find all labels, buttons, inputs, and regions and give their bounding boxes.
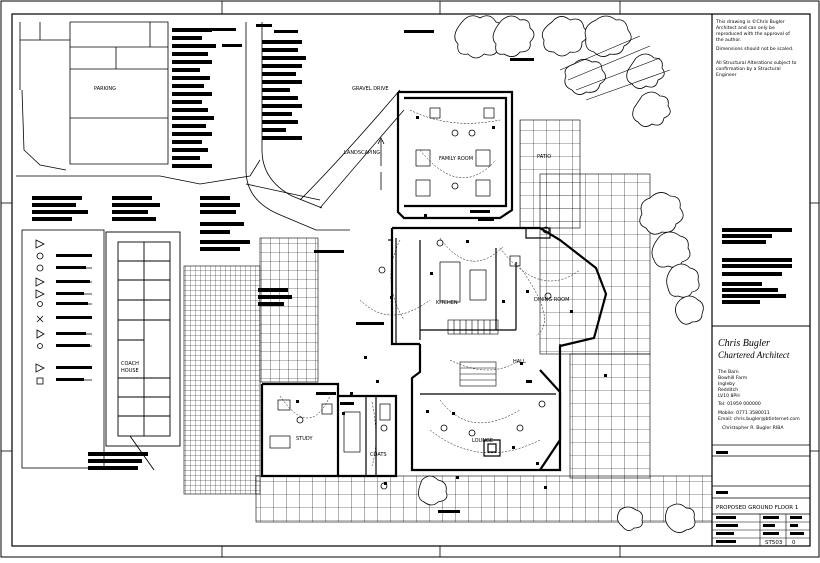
structural-note-2: confirmation by a Structural <box>716 66 781 72</box>
address-line-3: Ingleby <box>718 381 735 387</box>
redacted-blocks-right <box>722 228 792 304</box>
title-block <box>711 14 810 546</box>
hedge-lines <box>559 35 671 101</box>
label-dining-room: DINING ROOM <box>534 297 569 303</box>
label-hall: HALL <box>513 359 526 365</box>
revision: 0 <box>792 540 796 546</box>
firm-name: Chris Bugler <box>718 338 770 349</box>
house-walls <box>260 90 608 478</box>
small-black-marks <box>296 116 607 489</box>
email: Email: chris.bugler@btinternet.com <box>718 416 800 422</box>
entrance-arrows <box>377 137 385 190</box>
label-coach: COACH <box>121 361 139 367</box>
address-line-5: LV10 8PH <box>718 393 740 399</box>
signatory: Christopher R. Bugler RIBA <box>722 425 784 431</box>
telephone: Tel: 01959 000000 <box>717 401 761 407</box>
gravel-drive <box>245 22 405 231</box>
copyright-note-1: This drawing is ©Chris Bugler <box>715 18 785 25</box>
label-house: HOUSE <box>121 368 139 374</box>
structural-note-3: Engineer <box>716 72 737 78</box>
copyright-note-3: reproduced with the approval of <box>716 31 790 37</box>
label-gravel-drive: GRAVEL DRIVE <box>352 86 389 92</box>
paving-grid-south <box>255 475 713 523</box>
coach-house <box>105 231 181 471</box>
label-lounge: LOUNGE <box>472 438 493 444</box>
inner-border <box>11 13 811 547</box>
label-study: STUDY <box>296 436 313 442</box>
symbol-legend <box>21 229 105 469</box>
firm-title: Chartered Architect <box>718 350 790 360</box>
paving-grid-east <box>539 173 651 355</box>
paving-grid-west <box>183 265 261 495</box>
label-parking: PARKING <box>94 86 116 92</box>
label-kitchen: KITCHEN <box>436 300 458 306</box>
dimensions-note: Dimensions should not be scaled. <box>716 46 793 52</box>
copyright-note-4: the author. <box>716 37 741 43</box>
paving-grid-northwest <box>259 237 319 383</box>
drawing-title: PROPOSED GROUND FLOOR 1 <box>716 505 798 511</box>
fixtures <box>269 107 521 453</box>
address-line-4: Redditch <box>718 387 738 393</box>
paving-grid-southeast <box>569 353 651 479</box>
structural-note-1: All Structural Alterations subject to <box>716 60 797 66</box>
label-coats: COATS <box>370 452 387 458</box>
drawing-number: ST503 <box>765 540 783 546</box>
address-line-2: Bowhill Farm <box>718 375 748 381</box>
staircase <box>447 319 499 387</box>
label-landscaping: LANDSCAPING <box>344 150 380 156</box>
legend-text-blocks <box>56 254 92 381</box>
firm-info: Chris Bugler Chartered Architect The Bar… <box>716 338 800 546</box>
redacted-blocks-left <box>32 24 534 513</box>
electrical-circuits <box>279 109 581 467</box>
label-family-room: FAMILY ROOM <box>439 156 473 162</box>
mobile: Mobile: 0771 3580011 <box>718 410 770 416</box>
address-line-1: The Barn <box>717 369 739 375</box>
label-patio: PATIO <box>537 154 551 160</box>
house-inner-walls <box>365 227 561 476</box>
electrical-symbols <box>296 129 552 490</box>
copyright-note-2: Architect and can only be <box>716 25 775 31</box>
trees <box>418 15 704 533</box>
parking-area <box>16 21 261 185</box>
drawing-notes: This drawing is ©Chris Bugler Architect … <box>715 18 797 78</box>
